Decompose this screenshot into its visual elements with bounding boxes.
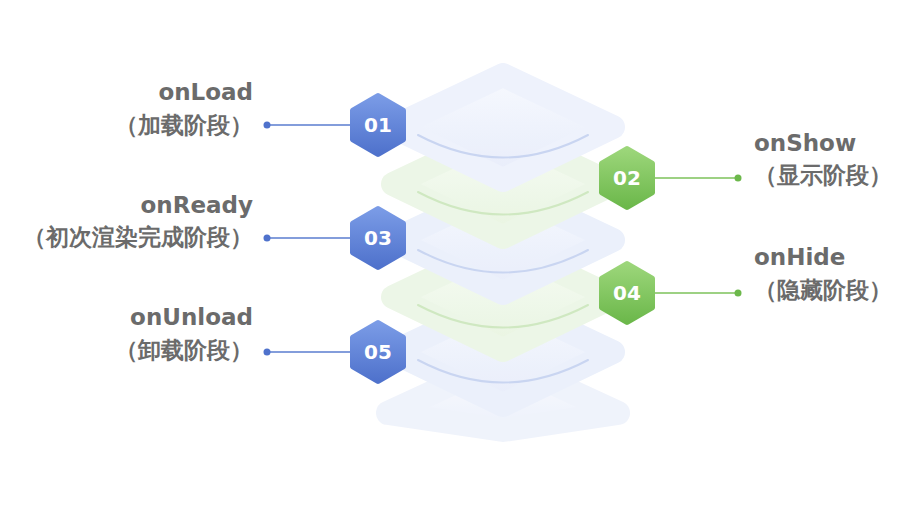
hook-name: onShow bbox=[754, 130, 856, 158]
step-number: 01 bbox=[349, 92, 407, 158]
hook-name: onUnload bbox=[130, 304, 253, 332]
step-number: 02 bbox=[598, 145, 656, 211]
step-number: 03 bbox=[349, 205, 407, 271]
step-hexagon: 01 bbox=[349, 92, 407, 158]
step-hexagon: 02 bbox=[598, 145, 656, 211]
hook-name: onReady bbox=[141, 192, 253, 220]
hook-name: onLoad bbox=[158, 79, 253, 107]
step-hexagon: 04 bbox=[598, 260, 656, 326]
step-number: 04 bbox=[598, 260, 656, 326]
stage-name: （显示阶段） bbox=[754, 162, 892, 190]
step-hexagon: 03 bbox=[349, 205, 407, 271]
hook-name: onHide bbox=[754, 244, 845, 272]
step-number: 05 bbox=[349, 319, 407, 385]
stage-name: （隐藏阶段） bbox=[754, 277, 892, 305]
stage-name: （卸载阶段） bbox=[115, 337, 253, 365]
step-hexagon: 05 bbox=[349, 319, 407, 385]
stage-name: （初次渲染完成阶段） bbox=[23, 224, 253, 252]
stage-name: （加载阶段） bbox=[115, 112, 253, 140]
